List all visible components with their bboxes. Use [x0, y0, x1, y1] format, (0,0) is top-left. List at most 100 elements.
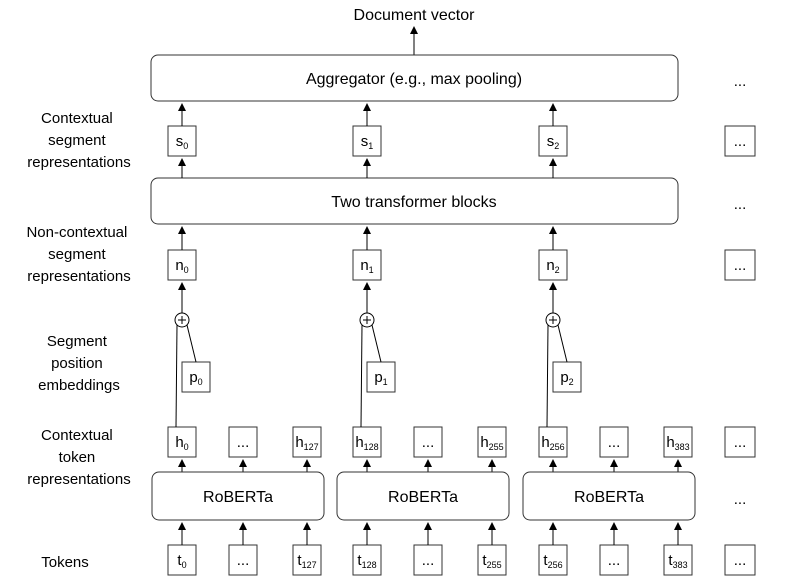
token-rep-0-0-box	[167, 426, 197, 458]
noncontextual-rep-0-label: n0	[175, 257, 188, 275]
line-h-to-plus	[175, 324, 178, 428]
token-rep-1-2-base: h	[480, 434, 488, 451]
token-1-1-label: ...	[422, 552, 435, 569]
right-ellipsis-3-base: ...	[734, 552, 747, 569]
segment-rep-2-label: s2	[547, 133, 560, 151]
segment-rep-0-label: s0	[176, 133, 189, 151]
right-ellipsis-2-label: ...	[734, 434, 747, 451]
token-1-0-subscript: 128	[362, 560, 377, 570]
label-line: representations	[27, 268, 130, 285]
label-noncontextual-segment: Non-contextual segment representations	[26, 224, 131, 285]
token-1-0-box	[352, 544, 382, 576]
label-line: segment	[48, 246, 106, 263]
roberta-box-0	[151, 471, 325, 521]
right-ellipsis-0-box	[724, 125, 756, 157]
aggregator-box	[150, 54, 679, 102]
segment-columns: s0n0p0h0...h127RoBERTat0...t127s1n1p1h12…	[151, 103, 696, 576]
segment-rep-1-subscript: 1	[368, 141, 373, 151]
token-rep-1-0-base: h	[355, 434, 363, 451]
token-2-0-label: t256	[543, 552, 562, 570]
label-contextual-segment: Contextual segment representations	[27, 110, 130, 171]
token-1-2-base: t	[482, 552, 487, 569]
segment-rep-2-base: s	[547, 133, 555, 150]
token-rep-2-2-base: h	[666, 434, 674, 451]
roberta-label: RoBERTa	[203, 489, 273, 506]
position-embedding-0-base: p	[189, 369, 197, 386]
token-rep-0-1-box	[228, 426, 258, 458]
token-1-0-label: t128	[357, 552, 376, 570]
token-0-2-base: t	[297, 552, 302, 569]
token-rep-1-1-label: ...	[422, 434, 435, 451]
position-embedding-2-subscript: 2	[569, 377, 574, 387]
token-2-0-base: t	[543, 552, 548, 569]
token-rep-2-0-box	[538, 426, 568, 458]
token-0-2-label: t127	[297, 552, 316, 570]
noncontextual-rep-2-label: n2	[546, 257, 559, 275]
token-0-0-subscript: 0	[182, 560, 187, 570]
token-0-2-box	[292, 544, 322, 576]
position-embedding-1-subscript: 1	[383, 377, 388, 387]
token-rep-2-2-subscript: 383	[675, 442, 690, 452]
right-ellipsis-3-label: ...	[734, 552, 747, 569]
line-p-to-plus	[371, 324, 382, 363]
label-line: position	[51, 355, 103, 372]
token-rep-1-0-label: h128	[355, 434, 378, 452]
token-rep-1-0-subscript: 128	[364, 442, 379, 452]
token-0-1-base: ...	[237, 552, 250, 569]
transformer-box	[150, 177, 679, 225]
roberta-label: RoBERTa	[574, 489, 644, 506]
right-ellipsis-3-box	[724, 544, 756, 576]
token-0-1-label: ...	[237, 552, 250, 569]
token-rep-0-2-subscript: 127	[304, 442, 319, 452]
segment-rep-0-base: s	[176, 133, 184, 150]
right-ellipsis-1-base: ...	[734, 257, 747, 274]
roberta-ellipsis: ...	[734, 491, 747, 508]
label-contextual-token: Contextual token representations	[27, 427, 130, 488]
token-rep-1-1-base: ...	[422, 434, 435, 451]
token-1-2-subscript: 255	[487, 560, 502, 570]
token-rep-2-0-subscript: 256	[550, 442, 565, 452]
transformer-ellipsis: ...	[734, 196, 747, 213]
label-segment-position: Segment position embeddings	[38, 333, 120, 394]
token-rep-1-0-box	[352, 426, 382, 458]
line-p-to-plus	[557, 324, 568, 363]
token-2-1-base: ...	[608, 552, 621, 569]
segment-rep-0-box	[167, 125, 197, 157]
right-ellipsis-1-box	[724, 249, 756, 281]
noncontextual-rep-0-box	[167, 249, 197, 281]
token-2-0-subscript: 256	[548, 560, 563, 570]
noncontextual-rep-2-subscript: 2	[555, 265, 560, 275]
document-vector-label: Document vector	[354, 7, 476, 24]
right-ellipsis-1-label: ...	[734, 257, 747, 274]
token-rep-2-2-box	[663, 426, 693, 458]
token-0-2-subscript: 127	[302, 560, 317, 570]
label-line: Tokens	[41, 554, 89, 571]
label-line: Non-contextual	[26, 224, 127, 241]
token-1-0-base: t	[357, 552, 362, 569]
line-h-to-plus	[360, 324, 363, 428]
label-line: representations	[27, 154, 130, 171]
segment-rep-1-label: s1	[361, 133, 374, 151]
noncontextual-rep-1-base: n	[360, 257, 368, 274]
right-ellipsis-2-base: ...	[734, 434, 747, 451]
noncontextual-rep-1-subscript: 1	[369, 265, 374, 275]
token-1-2-label: t255	[482, 552, 501, 570]
noncontextual-rep-0-base: n	[175, 257, 183, 274]
token-1-1-box	[413, 544, 443, 576]
token-rep-1-1-box	[413, 426, 443, 458]
token-rep-2-1-label: ...	[608, 434, 621, 451]
token-rep-0-2-base: h	[295, 434, 303, 451]
label-tokens: Tokens	[41, 554, 89, 571]
token-0-1-box	[228, 544, 258, 576]
roberta-box-2	[522, 471, 696, 521]
transformer-label: Two transformer blocks	[331, 194, 496, 211]
roberta-box-1	[336, 471, 510, 521]
line-h-to-plus	[546, 324, 549, 428]
label-line: representations	[27, 471, 130, 488]
right-ellipsis-2-box	[724, 426, 756, 458]
position-embedding-2-base: p	[560, 369, 568, 386]
token-2-1-label: ...	[608, 552, 621, 569]
